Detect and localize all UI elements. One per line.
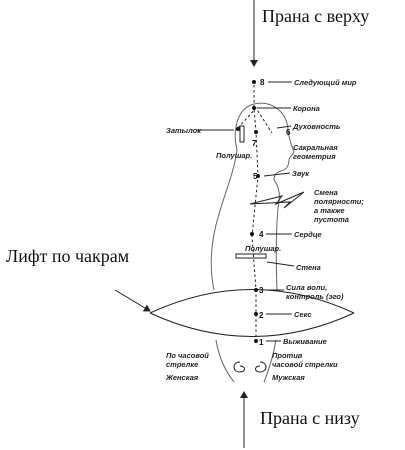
label-male: Мужская bbox=[272, 373, 305, 382]
label-crown: Корона bbox=[293, 104, 320, 113]
label-survival: Выживание bbox=[283, 337, 327, 346]
label-hemisphere-1: Полушар. bbox=[216, 151, 252, 160]
spiral-clockwise-icon bbox=[233, 361, 245, 373]
label-wall: Стена bbox=[296, 263, 321, 272]
label-will-1: Сила воли, bbox=[286, 283, 327, 292]
label-female: Женская bbox=[165, 373, 199, 382]
label-next-world: Следующий мир bbox=[294, 78, 357, 87]
svg-text:6: 6 bbox=[286, 128, 291, 137]
label-polarity-4: пустота bbox=[314, 215, 349, 224]
svg-text:3: 3 bbox=[259, 286, 264, 295]
svg-text:4: 4 bbox=[259, 230, 264, 239]
chakra-points: 8 6 7 5 4 3 2 1 bbox=[196, 78, 295, 347]
label-sound: Звук bbox=[292, 169, 310, 178]
caption-prana-bottom: Прана с низу bbox=[260, 408, 360, 428]
label-clockwise-1: По часовой bbox=[166, 351, 209, 360]
chakra-lift-lens bbox=[114, 289, 355, 337]
label-occiput: Затылок bbox=[166, 126, 202, 135]
label-will-2: контроль (эго) bbox=[286, 292, 344, 301]
svg-text:5: 5 bbox=[253, 172, 258, 181]
label-sex: Секс bbox=[294, 310, 312, 319]
central-channel bbox=[251, 80, 259, 342]
label-clockwise-2: стрелке bbox=[166, 360, 198, 369]
caption-prana-top: Прана с верху bbox=[262, 6, 370, 26]
label-counterclockwise-2: часовой стрелки bbox=[272, 360, 338, 369]
svg-text:2: 2 bbox=[259, 311, 264, 320]
label-hemisphere-2: Полушар. bbox=[245, 244, 281, 253]
svg-text:8: 8 bbox=[260, 78, 265, 87]
spiral-counterclockwise-icon bbox=[255, 361, 267, 373]
label-polarity-2: полярности; bbox=[314, 197, 364, 206]
label-sacral-geometry-1: Сакральная bbox=[293, 143, 338, 152]
label-counterclockwise-1: Против bbox=[272, 351, 303, 360]
label-polarity-3: а также bbox=[314, 206, 345, 215]
label-spirituality: Духовность bbox=[292, 122, 341, 131]
svg-text:7: 7 bbox=[252, 139, 257, 148]
label-sacral-geometry-2: геометрия bbox=[293, 152, 336, 161]
body-silhouette bbox=[210, 102, 295, 383]
label-heart: Сердце bbox=[294, 230, 322, 239]
label-polarity-1: Смена bbox=[314, 188, 338, 197]
arrow-to-lift bbox=[114, 289, 151, 312]
lightning-icon bbox=[249, 191, 305, 209]
svg-text:1: 1 bbox=[259, 338, 264, 347]
caption-chakra-lift: Лифт по чакрам bbox=[6, 246, 130, 266]
